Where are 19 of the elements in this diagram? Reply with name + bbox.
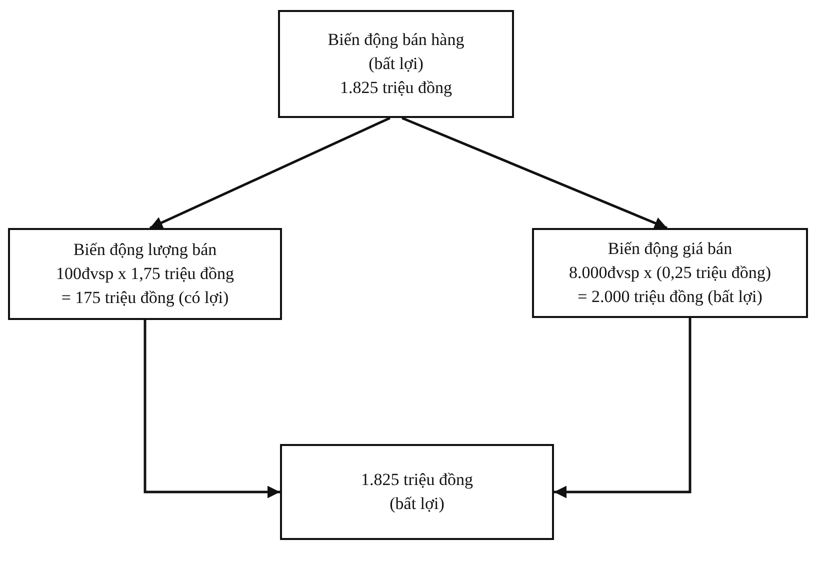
process-box — [8, 228, 282, 320]
box-text: Biến động lượng bán — [73, 239, 217, 261]
box-text: 1.825 triệu đồng — [361, 469, 473, 491]
box-text: = 2.000 triệu đồng (bất lợi) — [578, 286, 762, 308]
box-text: Biến động giá bán — [608, 238, 732, 260]
box-text: = 175 triệu đồng (có lợi) — [61, 287, 229, 309]
process-box — [532, 228, 808, 318]
box-text: 1.825 triệu đồng — [340, 77, 452, 99]
arrow — [149, 116, 391, 230]
process-box — [278, 10, 514, 118]
arrow — [144, 320, 280, 498]
box-text: (bất lợi) — [368, 53, 424, 75]
arrow — [554, 318, 692, 498]
box-text: (bất lợi) — [390, 493, 444, 515]
process-box — [280, 444, 554, 540]
box-text: 8.000đvsp x (0,25 triệu đồng) — [568, 262, 772, 284]
box-text: 100đvsp x 1,75 triệu đồng — [56, 263, 234, 285]
box-text: Biến động bán hàng — [328, 29, 464, 51]
arrow — [402, 116, 668, 230]
